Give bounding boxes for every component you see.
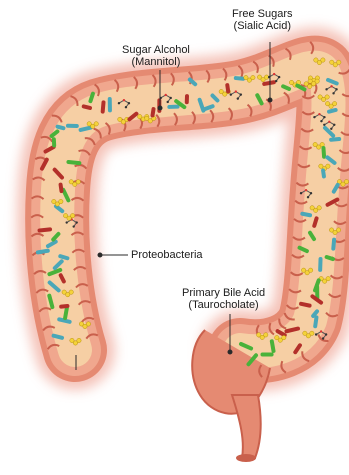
bacteria-icon — [260, 352, 273, 356]
label-proteobacteria: Proteobacteria — [131, 249, 203, 261]
leader-dot-sugar-alcohol — [158, 106, 162, 110]
label-free-sugars: Free Sugars (Sialic Acid) — [232, 8, 293, 32]
label-bile-acid-line2: (Taurocholate) — [182, 299, 265, 311]
bacteria-icon — [66, 124, 79, 128]
leader-dot-free-sugars — [268, 98, 272, 102]
bacteria-icon — [318, 257, 323, 272]
label-bile-acid-line1: Primary Bile Acid — [182, 287, 265, 299]
leader-dot-bile-acid — [228, 350, 232, 354]
label-free-sugars-line1: Free Sugars — [232, 8, 293, 20]
label-proteobacteria-line1: Proteobacteria — [131, 249, 203, 261]
label-sugar-alcohol-line2: (Mannitol) — [122, 56, 190, 68]
label-sugar-alcohol: Sugar Alcohol (Mannitol) — [122, 44, 190, 68]
label-free-sugars-line2: (Sialic Acid) — [232, 20, 293, 32]
label-sugar-alcohol-line1: Sugar Alcohol — [122, 44, 190, 56]
bacteria-icon — [108, 97, 112, 112]
bacteria-icon — [185, 94, 189, 104]
label-bile-acid: Primary Bile Acid (Taurocholate) — [182, 287, 265, 311]
bacteria-icon — [167, 105, 179, 109]
bacteria-icon — [52, 137, 57, 148]
leader-dot-proteobacteria — [98, 253, 102, 257]
